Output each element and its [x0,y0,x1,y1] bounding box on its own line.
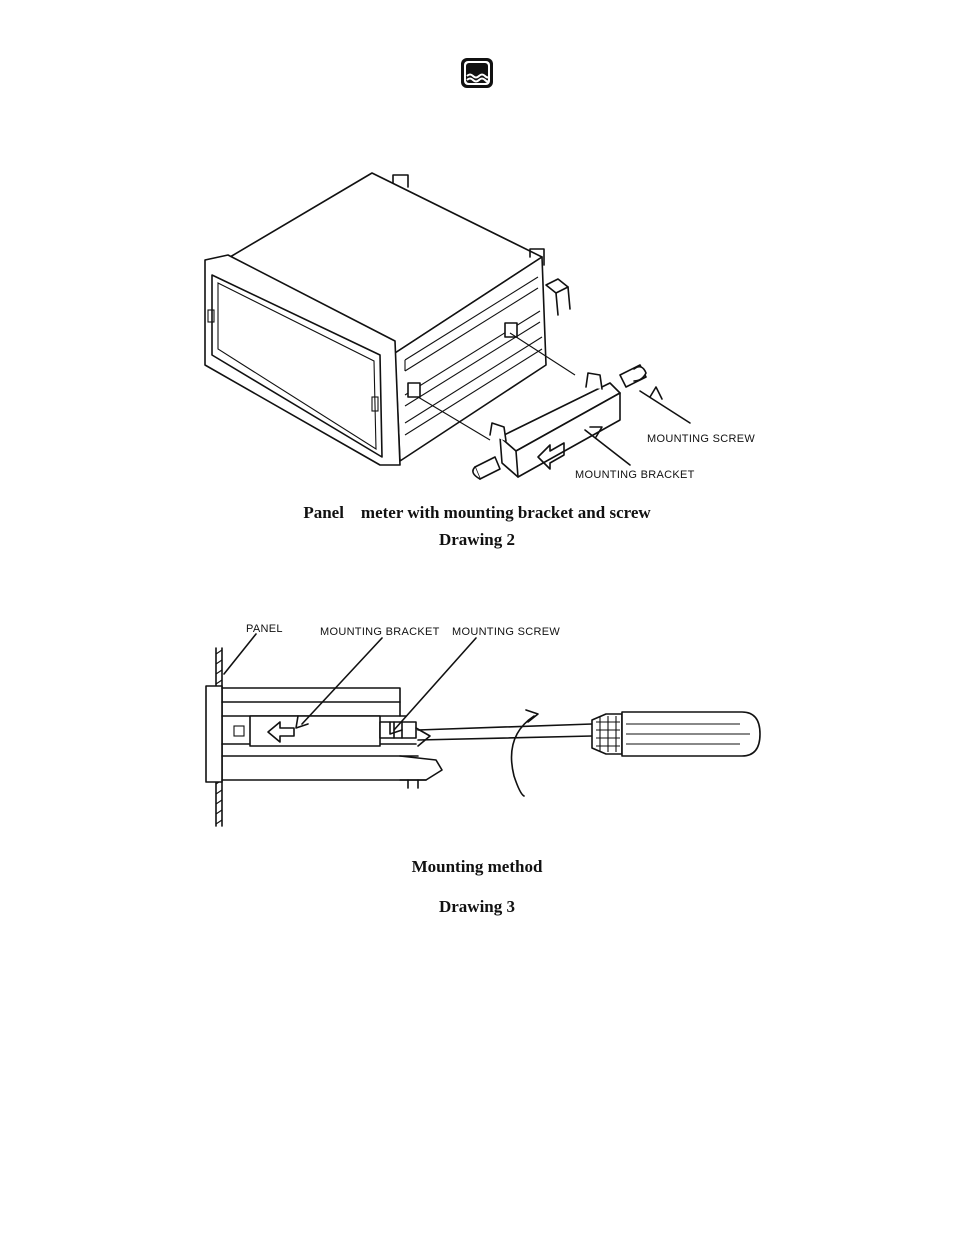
drawing2-callout-mounting-bracket: MOUNTING BRACKET [575,469,695,481]
drawing3-caption-label: Drawing 3 [0,897,954,917]
water-wave-icon [460,57,494,89]
drawing3-callout-panel: PANEL [246,623,283,635]
drawing3-caption-title: Mounting method [0,857,954,877]
drawing2-caption-label: Drawing 2 [0,530,954,550]
drawing2-caption-title: Panel meter with mounting bracket and sc… [0,503,954,523]
panel-meter-isometric-drawing: MOUNTING SCREW MOUNTING BRACKET [150,165,820,495]
drawing3-callout-mounting-screw: MOUNTING SCREW [452,626,560,638]
mounting-method-side-view-drawing: PANEL MOUNTING BRACKET MOUNTING SCREW [146,604,812,840]
drawing2-callout-mounting-screw: MOUNTING SCREW [647,433,755,445]
drawing3-callout-mounting-bracket: MOUNTING BRACKET [320,626,440,638]
